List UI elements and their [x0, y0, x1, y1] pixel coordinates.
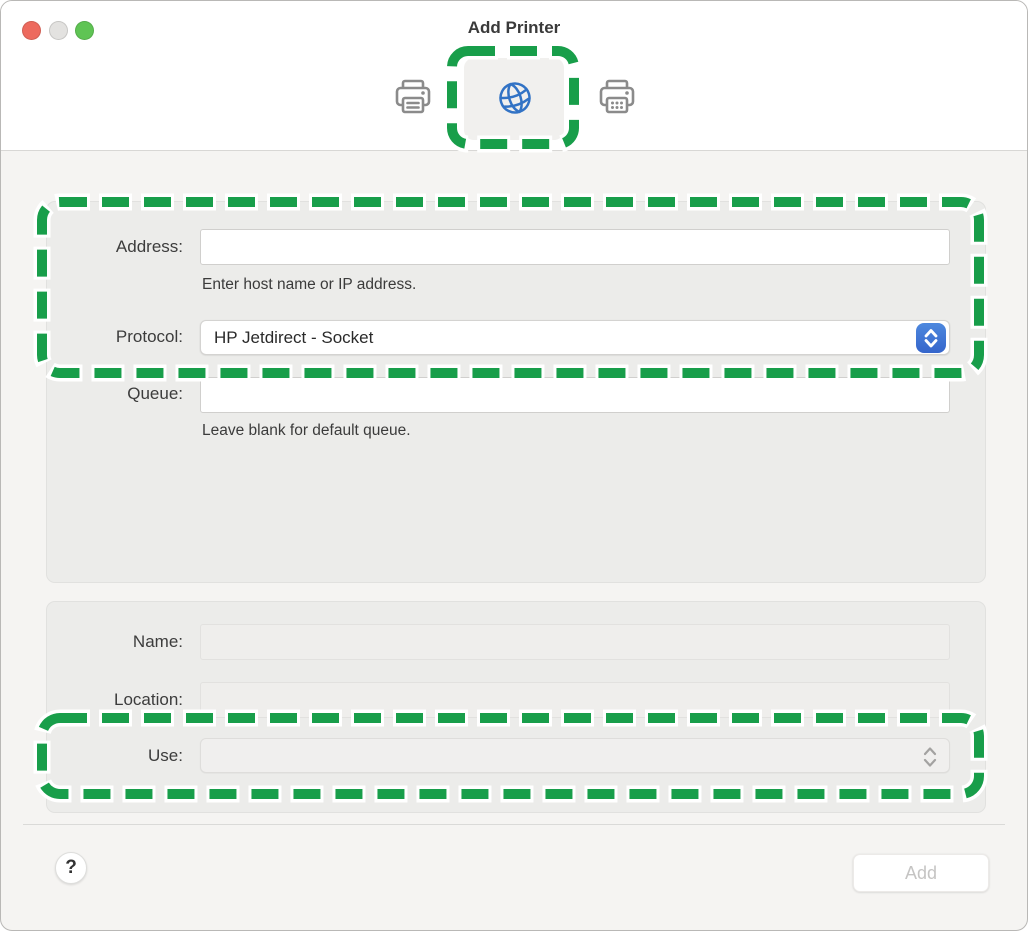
location-label: Location: [114, 690, 183, 709]
add-button[interactable]: Add [853, 854, 989, 892]
address-input[interactable] [200, 229, 950, 265]
address-helper-text: Enter host name or IP address. [202, 276, 417, 293]
help-button-label: ? [65, 857, 77, 878]
name-input[interactable] [200, 624, 950, 660]
popup-stepper-icon [916, 323, 946, 353]
use-select[interactable] [200, 738, 950, 773]
queue-label: Queue: [127, 384, 183, 403]
zoom-button[interactable] [75, 21, 94, 40]
popup-chevrons-icon [919, 744, 941, 775]
globe-icon [499, 82, 531, 114]
printer-dots-icon [599, 79, 635, 114]
address-label: Address: [115, 237, 183, 256]
tab-ip-printer[interactable] [492, 75, 538, 121]
printer-icon [395, 79, 431, 114]
tab-default-printer[interactable] [390, 75, 436, 121]
close-button[interactable] [22, 21, 41, 40]
window-title: Add Printer [467, 18, 561, 37]
protocol-label: Protocol: [115, 327, 183, 346]
queue-input[interactable] [200, 377, 950, 413]
footer-divider [23, 824, 1005, 825]
name-label: Name: [132, 632, 183, 651]
minimize-button [48, 21, 68, 40]
connection-panel: Address: Enter host name or IP address. … [46, 201, 986, 583]
protocol-select[interactable]: HP Jetdirect - Socket [200, 320, 950, 355]
titlebar-toolbar: Add Printer [1, 1, 1027, 151]
protocol-selected-value: HP Jetdirect - Socket [214, 327, 374, 347]
use-label: Use: [148, 746, 183, 765]
add-button-label: Add [904, 862, 938, 883]
identity-panel: Name: Location: Use: [46, 601, 986, 813]
traffic-lights [22, 21, 94, 40]
tab-windows-printer[interactable] [594, 75, 640, 121]
location-input[interactable] [200, 682, 950, 718]
help-button[interactable]: ? [55, 852, 87, 884]
queue-helper-text: Leave blank for default queue. [202, 422, 411, 439]
